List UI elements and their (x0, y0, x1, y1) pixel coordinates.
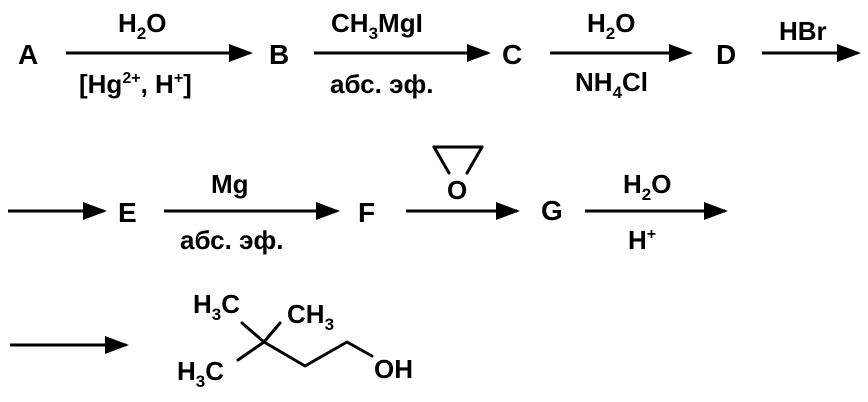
step-2-solvent: абс. эф. (330, 69, 433, 99)
step-7-reagent-water: H2O (623, 169, 671, 204)
compound-b-label: B (269, 39, 289, 70)
step-3-ammonium-chloride: NH4Cl (575, 67, 648, 102)
step-1-catalyst: [Hg2+, H+] (79, 69, 192, 99)
hydroxyl-group-label: OH (374, 354, 413, 384)
step-1-reagent-water: H2O (118, 8, 166, 43)
epoxide-co-bond-left (432, 145, 451, 175)
step-5-solvent: абс. эф. (180, 225, 283, 255)
product-structure: H3C CH3 H3C OH (177, 289, 413, 391)
compound-e-label: E (118, 197, 137, 228)
methyl-bottom-left-label: H3C (177, 356, 224, 391)
bond-to-top-left-methyl (240, 321, 266, 344)
bond-to-bottom-left-methyl (236, 340, 266, 362)
product-carbon-chain (262, 340, 374, 368)
step-3-reagent-water: H2O (587, 8, 635, 43)
step-7-acid: H+ (628, 225, 656, 255)
methyl-top-left-label: H3C (193, 289, 240, 324)
compound-g-label: G (541, 195, 563, 226)
step-5-reagent-magnesium: Mg (211, 169, 249, 199)
compound-a-label: A (18, 39, 38, 70)
methyl-top-right-label: CH3 (287, 299, 334, 334)
epoxide-oxygen-atom: O (447, 175, 467, 205)
step-2-grignard-reagent: CH3MgI (331, 8, 423, 43)
compound-c-label: C (502, 39, 522, 70)
compound-f-label: F (358, 197, 375, 228)
ethylene-oxide-structure: O (432, 145, 484, 205)
bond-to-top-right-methyl (262, 321, 282, 344)
compound-d-label: D (716, 39, 736, 70)
epoxide-co-bond-right (465, 145, 484, 175)
step-4-reagent-hbr: HBr (779, 16, 827, 46)
